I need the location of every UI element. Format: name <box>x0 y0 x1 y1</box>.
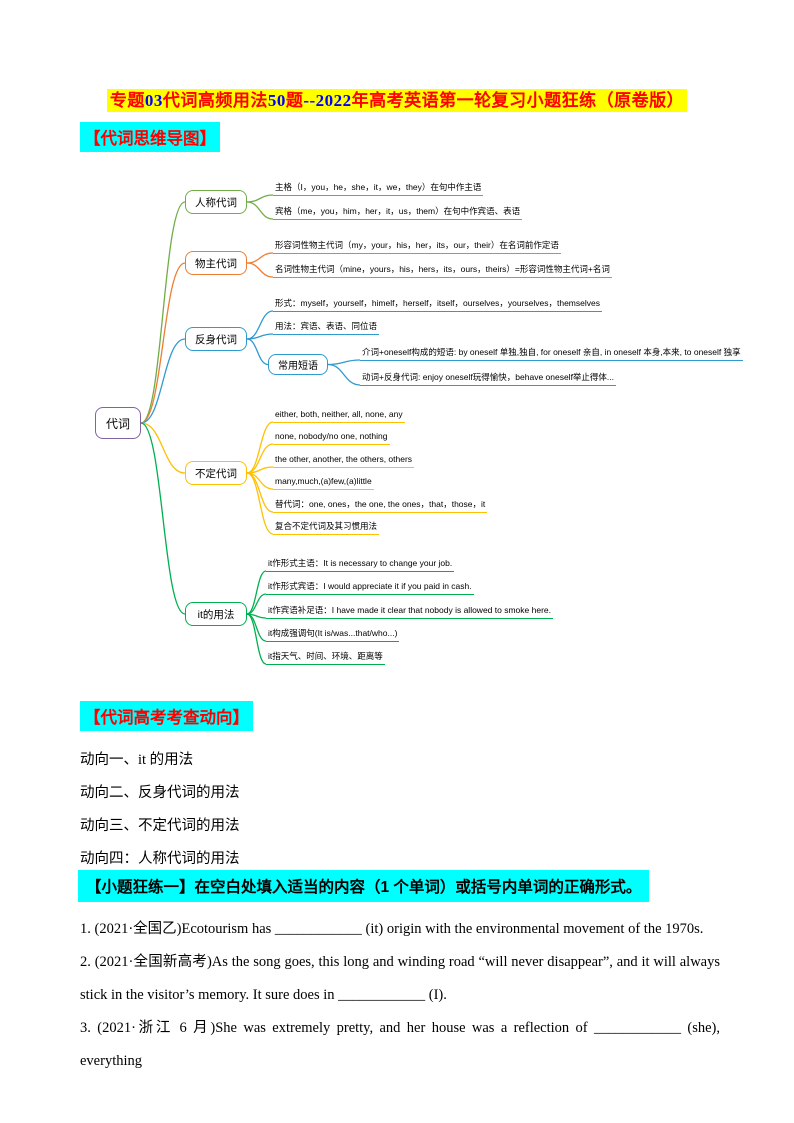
mindmap-root-node: 代词 <box>95 407 141 439</box>
title-segment: 50 <box>267 91 286 110</box>
section-header-practice: 【小题狂练一】在空白处填入适当的内容（1 个单词）或括号内单词的正确形式。 <box>78 870 650 902</box>
mindmap-branch-it-usage: it的用法 <box>185 602 247 626</box>
mindmap-leaf: 复合不定代词及其习惯用法 <box>273 521 380 535</box>
mindmap-leaf: it指天气、时间、环境、距离等 <box>266 651 385 665</box>
mindmap-leaf: many,much,(a)few,(a)little <box>273 476 374 490</box>
mindmap-leaf: it作形式宾语：I would appreciate it if you pai… <box>266 581 474 595</box>
pronoun-mindmap: 代词 人称代词 物主代词 反身代词 不定代词 it的用法 主格（I，you，he… <box>85 175 790 680</box>
title-segment: 专题 <box>109 91 145 110</box>
trend-item: 动向四：人称代词的用法 <box>80 851 240 867</box>
mindmap-leaf: 名词性物主代词（mine，yours，his，hers，its，ours，the… <box>273 264 612 278</box>
mindmap-leaf: it作宾语补足语：I have made it clear that nobod… <box>266 605 553 619</box>
mindmap-branch-possessive-pronouns: 物主代词 <box>185 251 247 275</box>
mindmap-branch-personal-pronouns: 人称代词 <box>185 190 247 214</box>
mindmap-leaf: 动词+反身代词: enjoy oneself玩得愉快，behave onesel… <box>360 372 617 386</box>
section-header-exam-trends: 【代词高考考查动向】 <box>80 701 253 731</box>
question-item: 2. (2021·全国新高考)As the song goes, this lo… <box>80 954 720 1003</box>
mindmap-subnode-common-phrases: 常用短语 <box>268 354 328 375</box>
mindmap-leaf: none, nobody/no one, nothing <box>273 431 390 445</box>
question-list: 1. (2021·全国乙)Ecotourism has ____________… <box>80 913 720 1078</box>
mindmap-leaf: 介词+oneself构成的短语: by oneself 单独,独自, for o… <box>360 347 743 361</box>
mindmap-leaf: 形容词性物主代词（my，your，his，her，its，our，their）在… <box>273 240 561 254</box>
title-segment: 代词高频用法 <box>162 91 268 110</box>
mindmap-leaf: it作形式主语：It is necessary to change your j… <box>266 558 455 572</box>
title-segment: 年高考英语第一轮复习小题狂练（原卷版） <box>351 91 685 110</box>
mindmap-branch-indefinite-pronouns: 不定代词 <box>185 461 247 485</box>
mindmap-leaf: it构成强调句(It is/was...that/who...) <box>266 628 400 642</box>
mindmap-leaf: 用法：宾语、表语、同位语 <box>273 321 380 335</box>
title-segment: 03 <box>144 91 163 110</box>
trend-item: 动向三、不定代词的用法 <box>80 818 240 834</box>
mindmap-leaf: 宾格（me，you，him，her，it，us，them）在句中作宾语、表语 <box>273 206 523 220</box>
mindmap-branch-reflexive-pronouns: 反身代词 <box>185 327 247 351</box>
question-item: 1. (2021·全国乙)Ecotourism has ____________… <box>80 921 704 937</box>
question-item: 3. (2021·浙江 6 月)She was extremely pretty… <box>80 1020 720 1069</box>
mindmap-leaf: either, both, neither, all, none, any <box>273 409 405 423</box>
mindmap-leaf: the other, another, the others, others <box>273 454 415 468</box>
trend-item: 动向一、it 的用法 <box>80 752 194 768</box>
mindmap-leaf: 主格（I，you，he，she，it，we，they）在句中作主语 <box>273 182 484 196</box>
document-title: 专题03代词高频用法50题--2022年高考英语第一轮复习小题狂练（原卷版） <box>0 86 794 112</box>
mindmap-connector-lines <box>140 194 361 665</box>
mindmap-leaf: 替代词：one, ones，the one, the ones，that，tho… <box>273 499 488 513</box>
section-header-mindmap: 【代词思维导图】 <box>80 122 220 152</box>
trend-item: 动向二、反身代词的用法 <box>80 785 240 801</box>
title-segment: --2022 <box>303 91 352 110</box>
title-highlight: 专题03代词高频用法50题--2022年高考英语第一轮复习小题狂练（原卷版） <box>106 89 688 112</box>
title-segment: 题 <box>285 91 304 110</box>
exam-trends-list: 动向一、it 的用法 动向二、反身代词的用法 动向三、不定代词的用法 动向四：人… <box>80 744 240 876</box>
mindmap-leaf: 形式：myself，yourself，himelf，herself，itself… <box>273 298 602 312</box>
